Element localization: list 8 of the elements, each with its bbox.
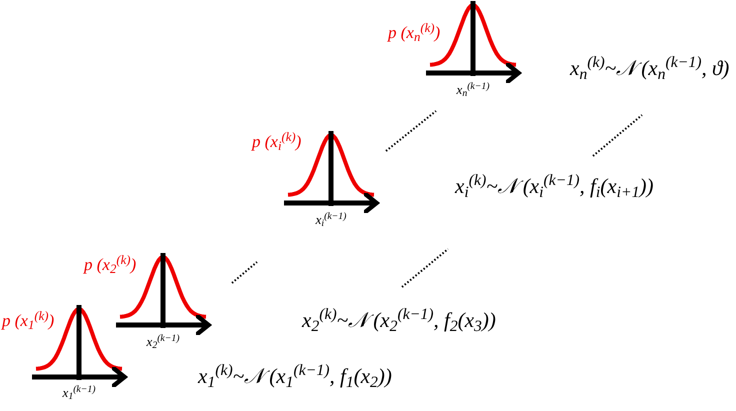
formula: x$_{1}$$^{(k)}$~𝒩 (x$_{1}$$^{(k−1)}$, f$_{1}$(x$_{2}$)) xyxy=(198,366,392,387)
formula: x$_{i}$$^{(k)}$~𝒩 (x$_{i}$$^{(k−1)}$, f$_{i}$(x$_{i+1}$)) xyxy=(455,176,654,197)
density-label: p (x$_{2}$$^{(k)}$) xyxy=(84,256,136,273)
formula: x$_{2}$$^{(k)}$~𝒩 (x$_{2}$$^{(k−1)}$, f$_{2}$(x$_{3}$)) xyxy=(302,310,496,331)
density-label: p (x$_{1}$$^{(k)}$) xyxy=(2,312,54,329)
density-label: p (x$_{n}$$^{(k)}$) xyxy=(388,24,440,41)
formula: x$_{n}$$^{(k)}$~𝒩 (x$_{n}$$^{(k−1)}$, ϑ) xyxy=(570,58,730,79)
density-label: p (x$_{i}$$^{(k)}$) xyxy=(252,133,302,150)
